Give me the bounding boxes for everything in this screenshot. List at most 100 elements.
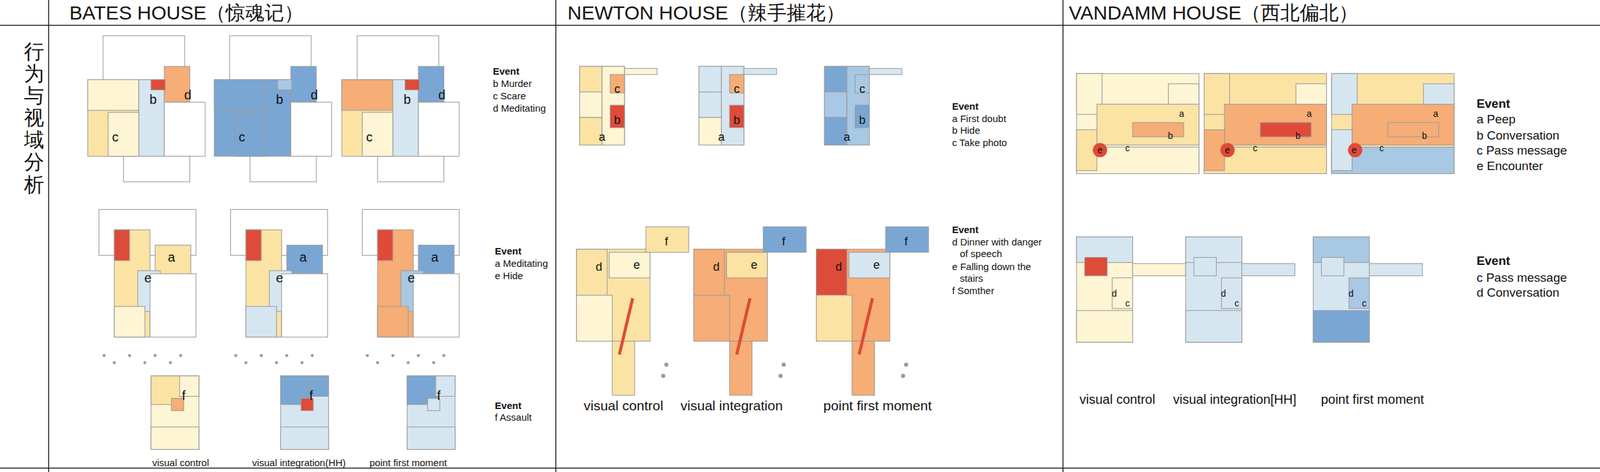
plan-room [1185,310,1242,342]
plan-room [699,92,722,118]
sight-line [619,297,633,355]
event-legend-item: f Assault [494,411,532,423]
plan-event-letter: d [310,86,318,103]
plan-spot [274,360,279,364]
plan-room [280,375,329,449]
plan-room [1076,310,1134,342]
plan-room [612,340,635,395]
plan-room [1224,103,1327,145]
plan-room [1132,263,1186,276]
plan-event-letter: a [598,131,606,146]
plan-room [123,156,190,182]
plan-room [729,340,753,395]
plan-event-letter: a [167,249,176,265]
plan-event-letter: e [633,258,641,273]
plan-room [1241,263,1296,276]
plan-room [341,79,394,157]
heat-map-plan [214,35,332,182]
plan-event-letter: a [1306,107,1313,119]
plan-room [848,252,890,278]
plan-room [824,92,848,118]
plan-spot [153,353,157,357]
plan-room [869,68,902,74]
event-legend-item: a Meditating [494,257,549,270]
heat-map-plan [99,209,196,364]
plan-room [847,66,870,145]
event-legend-item: b Murder [492,77,532,90]
grid-line [0,24,1600,26]
plan-room [693,249,768,342]
plan-room [108,112,139,157]
plan-room [1295,83,1327,104]
event-legend-item: a First doubt [952,112,1006,125]
plan-room [576,249,608,296]
view-caption: visual integration(HH) [252,456,346,469]
plan-room [214,79,266,111]
plan-room [405,79,420,91]
plan-room [699,66,744,145]
plan-event-letter: c [1361,297,1367,309]
plan-room [377,229,394,261]
plan-spot [1347,142,1362,157]
house-title: VANDAMM HOUSE（西北偏北） [1068,0,1600,26]
plan-room [1423,83,1455,104]
plan-room [576,249,650,342]
heat-map-plan [230,209,328,364]
plan-room [277,79,292,91]
view-caption: visual control [1079,391,1156,407]
heat-map-plan [579,66,658,145]
plan-room [824,117,848,145]
plan-event-letter: d [835,260,842,275]
plan-event-letter: e [276,269,284,286]
legend-heading: Event [952,100,979,113]
plan-spot [661,373,666,378]
event-legend-item: b Hide [952,124,980,137]
plan-spot [431,360,436,364]
plan-room [1076,73,1200,174]
sight-line [859,297,873,355]
heat-map-plan [87,35,205,182]
plan-room [624,68,657,74]
plan-event-letter: b [733,113,741,128]
vertical-heading: 行为与视域分析 [23,40,45,196]
plan-room [151,375,200,449]
plan-room [280,426,329,450]
plan-event-letter: b [149,91,157,108]
plan-room [854,105,870,128]
house-heading-cell: NEWTON HOUSE（辣手摧花） [555,0,1063,26]
plan-room [171,398,184,411]
event-legend-item: d Dinner with danger of speech [952,236,1045,260]
plan-room [579,92,603,118]
plan-room [1260,122,1312,137]
plan-spot [112,360,117,364]
plan-room [743,68,777,74]
plan-room [579,66,625,145]
legend-heading: Event [492,65,520,78]
plan-room [885,226,929,252]
plan-spot [1092,142,1108,157]
plan-room [393,79,419,157]
plan-room [281,273,328,338]
plan-room [693,249,725,296]
plan-room [726,252,768,278]
heat-map-plan [576,226,689,395]
plan-event-letter: e [751,258,758,273]
plan-room [601,66,625,145]
heat-map-plan [1204,73,1327,174]
plan-event-letter: c [859,83,866,98]
heat-map-plan [362,209,460,364]
plan-room [286,245,323,274]
plan-room [418,101,460,156]
event-legend-item: c Pass message [1476,143,1567,159]
event-legend-item: f Somther [952,284,1045,297]
plan-event-letter: a [1433,107,1439,119]
plan-room [407,375,456,449]
plan-room [114,306,145,337]
plan-event-letter: e [144,269,152,286]
event-legend-item: c Scare [492,90,526,102]
plan-event-letter: e [1225,144,1231,156]
plan-event-letter: b [276,91,284,108]
plan-room [699,66,722,92]
grid-line [1062,0,1064,472]
heat-map-plan [693,226,807,395]
